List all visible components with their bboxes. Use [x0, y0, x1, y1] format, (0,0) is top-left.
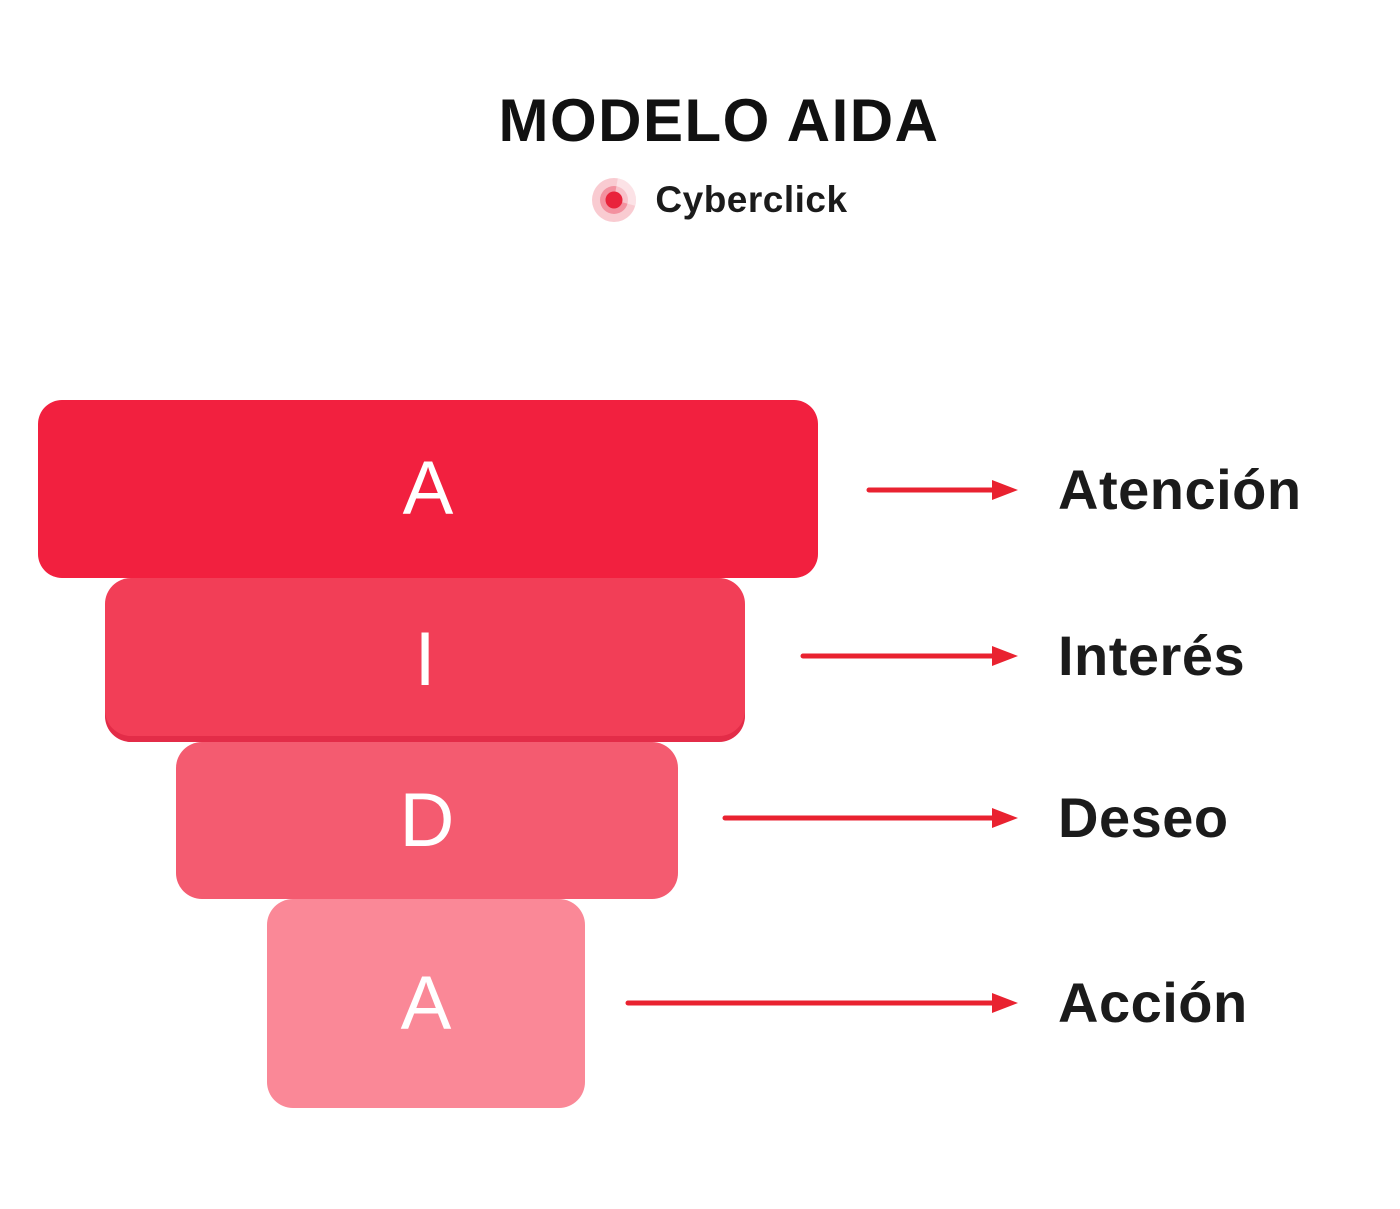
stage-label-atencion: Atención	[1058, 458, 1302, 521]
stage-label-accion: Acción	[1058, 971, 1248, 1034]
funnel-stage-interes: I	[105, 578, 745, 742]
funnel-stage-deseo: D	[176, 742, 678, 899]
funnel-stage-accion: A	[267, 899, 585, 1108]
brand-name: Cyberclick	[655, 179, 848, 220]
arrow-right-icon	[800, 646, 1018, 666]
stage-letter: D	[399, 777, 455, 863]
stage-letter: A	[400, 960, 452, 1046]
page-title: MODELO AIDA	[498, 87, 940, 154]
arrow-right-icon	[625, 993, 1018, 1013]
brand: Cyberclick	[0, 176, 1400, 224]
stage-label-deseo: Deseo	[1058, 786, 1229, 849]
stage-letter: I	[414, 617, 436, 702]
arrow-right-icon	[722, 808, 1018, 828]
funnel-stage-atencion: A	[38, 400, 818, 578]
stage-letter: A	[402, 446, 454, 531]
arrow-right-icon	[866, 480, 1018, 500]
stage-label-interes: Interés	[1058, 624, 1246, 687]
cyberclick-logo-icon	[592, 178, 637, 222]
